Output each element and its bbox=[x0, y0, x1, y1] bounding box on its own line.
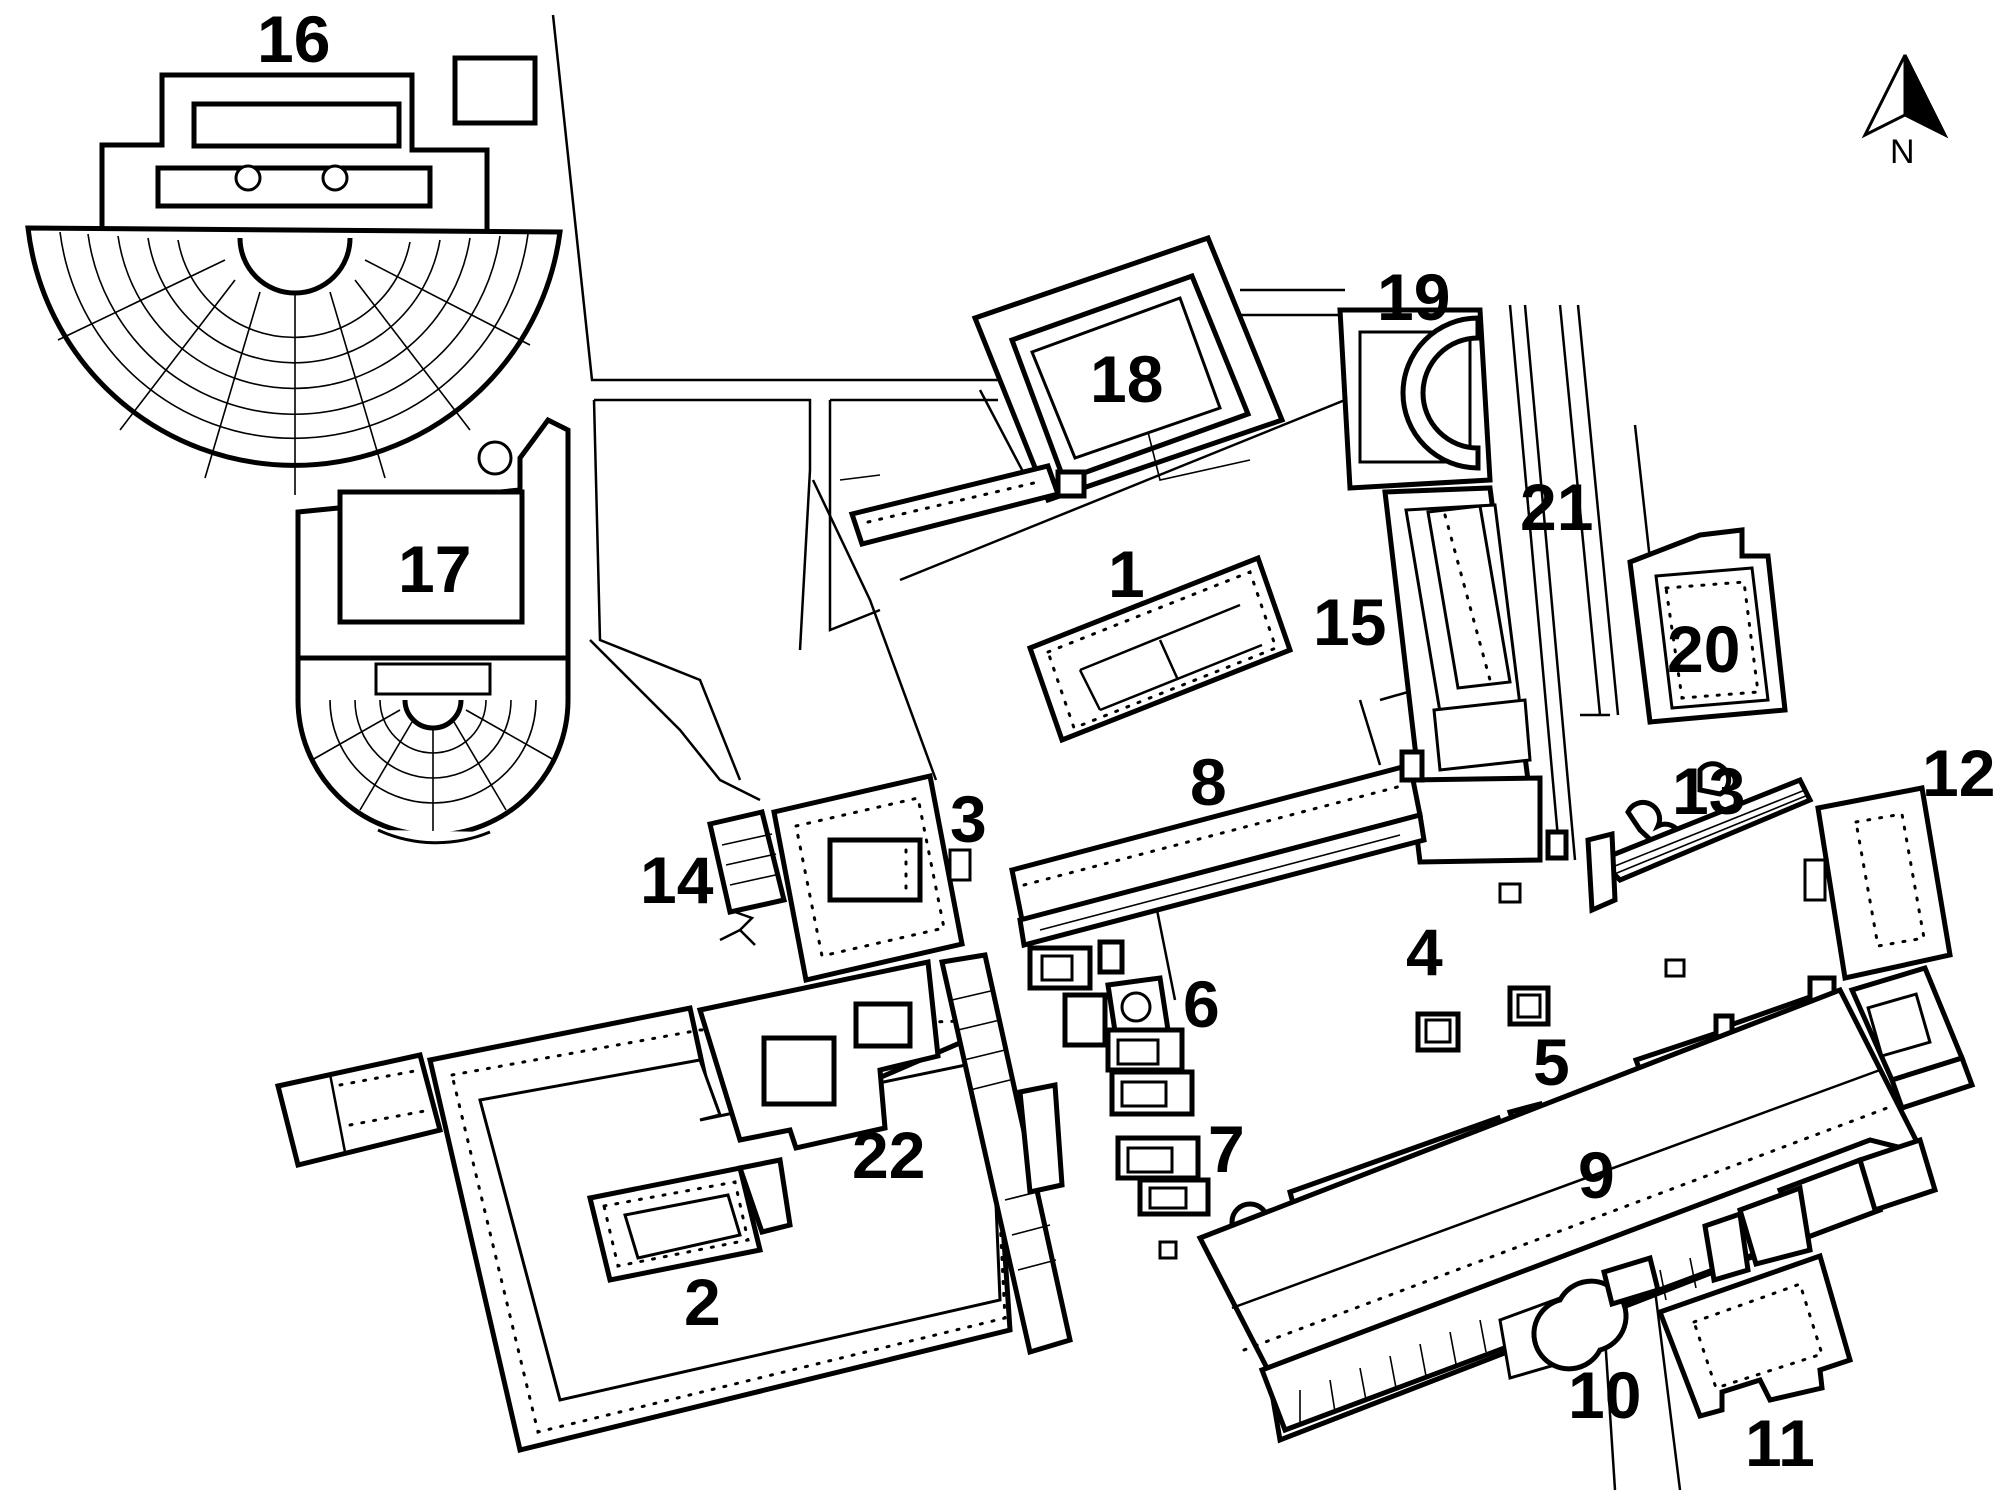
building-8-stoa bbox=[1009, 749, 1427, 949]
label-1: 1 bbox=[1108, 537, 1145, 611]
east-stoa bbox=[1848, 964, 1976, 1112]
label-11: 11 bbox=[1745, 1406, 1815, 1480]
building-17-odeion bbox=[295, 416, 571, 845]
compass: N bbox=[1861, 54, 1949, 171]
label-4: 4 bbox=[1406, 915, 1443, 989]
label-15: 15 bbox=[1313, 585, 1386, 659]
label-17: 17 bbox=[398, 532, 471, 606]
label-12: 12 bbox=[1922, 736, 1995, 810]
building-1-temple bbox=[1026, 554, 1294, 744]
label-7: 7 bbox=[1208, 1112, 1245, 1186]
building-2-sanctuary bbox=[274, 1005, 1013, 1454]
boundary-lines bbox=[551, 14, 1682, 1491]
building-11 bbox=[1656, 1252, 1854, 1420]
building-14 bbox=[707, 809, 788, 931]
building-4-altar bbox=[1415, 882, 1686, 1053]
building-7 bbox=[1115, 1135, 1211, 1260]
building-16-theatre bbox=[25, 55, 563, 495]
building-6 bbox=[1027, 939, 1195, 1117]
label-19: 19 bbox=[1377, 260, 1450, 334]
building-13 bbox=[1585, 761, 1814, 914]
building-12 bbox=[1803, 785, 1953, 982]
building-19 bbox=[1337, 307, 1493, 491]
label-13: 13 bbox=[1672, 754, 1745, 828]
label-5: 5 bbox=[1533, 1025, 1570, 1099]
label-14: 14 bbox=[640, 843, 714, 917]
label-3: 3 bbox=[950, 782, 987, 856]
label-9: 9 bbox=[1578, 1138, 1615, 1212]
building-22 bbox=[696, 958, 941, 1151]
label-21: 21 bbox=[1520, 470, 1593, 544]
label-6: 6 bbox=[1183, 967, 1220, 1041]
west-street-stoa bbox=[938, 952, 1073, 1356]
label-16: 16 bbox=[257, 2, 330, 76]
label-8: 8 bbox=[1190, 745, 1227, 819]
building-10 bbox=[1531, 1254, 1662, 1372]
building-18 bbox=[848, 234, 1286, 547]
building-21 bbox=[1382, 485, 1569, 865]
building-20 bbox=[1627, 527, 1788, 725]
label-20: 20 bbox=[1667, 612, 1740, 686]
label-18: 18 bbox=[1090, 342, 1163, 416]
label-2: 2 bbox=[684, 1265, 721, 1339]
plan-labels: 1 2 3 4 5 6 7 8 9 10 11 12 13 14 15 16 1… bbox=[257, 2, 1995, 1480]
building-3 bbox=[771, 772, 972, 984]
label-10: 10 bbox=[1568, 1358, 1641, 1432]
label-22: 22 bbox=[852, 1118, 925, 1192]
compass-north-letter: N bbox=[1890, 133, 1915, 171]
compass-arrow-icon bbox=[1903, 54, 1949, 139]
